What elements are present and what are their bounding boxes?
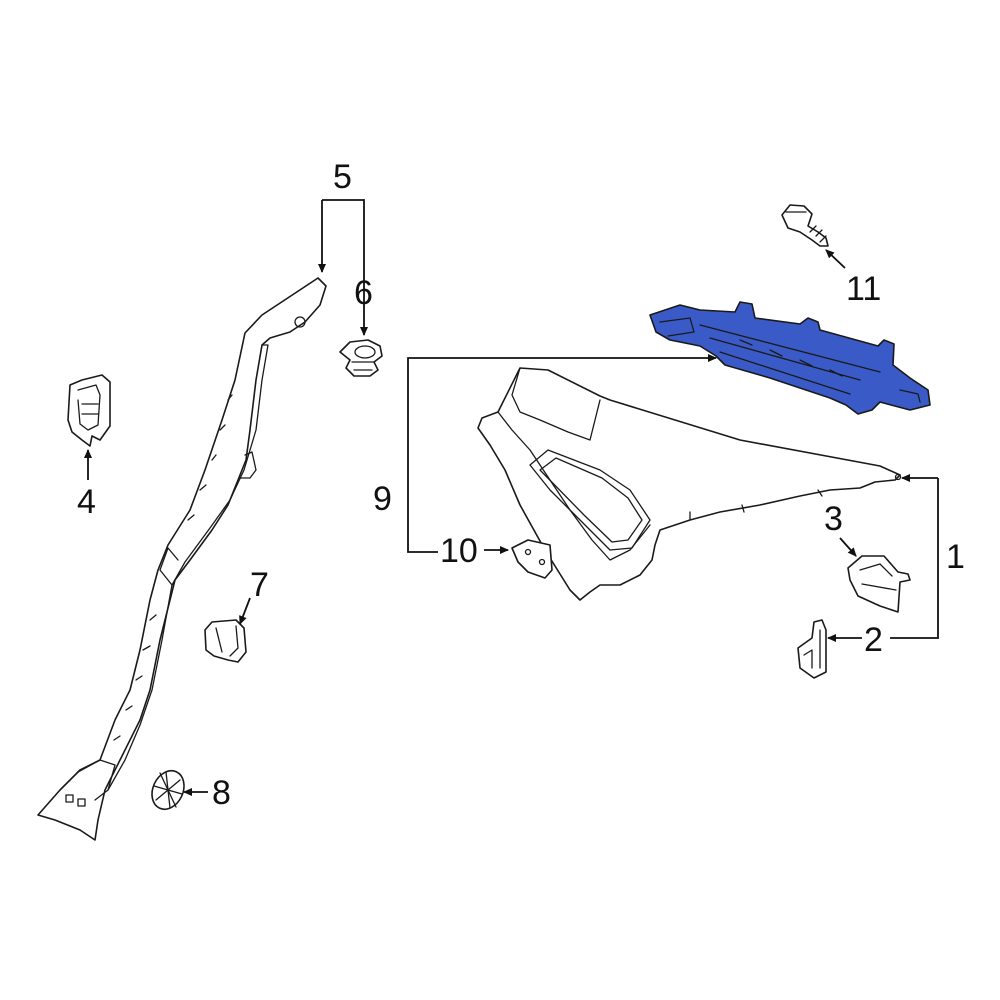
clip-part-2[interactable] [797, 619, 827, 679]
callout-labels: 1 2 3 4 5 6 7 8 9 10 11 [77, 158, 965, 812]
callout-3: 3 [824, 500, 843, 538]
callout-8: 8 [212, 774, 231, 812]
round-plug-part-8[interactable] [146, 766, 190, 815]
callout-2: 2 [864, 621, 883, 659]
pillar-trim-part[interactable] [37, 277, 327, 841]
callout-11: 11 [846, 270, 881, 308]
callout-10: 10 [440, 532, 478, 570]
callout-7: 7 [250, 566, 269, 604]
push-clip-part[interactable] [339, 339, 383, 377]
callout-1: 1 [946, 538, 965, 576]
bolt-part-11[interactable] [781, 204, 829, 247]
callout-9: 9 [373, 480, 392, 518]
leader-lines [84, 199, 939, 796]
callout-6: 6 [354, 274, 373, 312]
callout-5: 5 [333, 158, 352, 196]
callout-4: 4 [77, 483, 96, 521]
highlighted-trim-bracket[interactable] [649, 301, 931, 415]
plate-part-10[interactable] [511, 539, 553, 579]
bracket-part-4[interactable] [67, 374, 111, 447]
clip-bracket-part-3[interactable] [847, 555, 911, 613]
quarter-trim-panel-part[interactable] [477, 367, 902, 601]
retainer-clip-part-7[interactable] [204, 619, 247, 663]
